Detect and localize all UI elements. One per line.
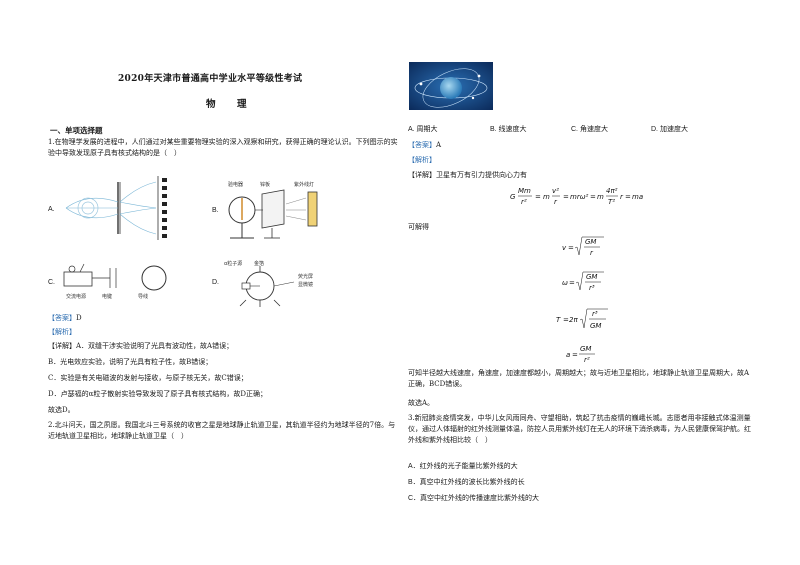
svg-text:r³: r³: [589, 284, 595, 292]
svg-text:=: =: [563, 316, 569, 324]
svg-text:m: m: [597, 193, 604, 201]
answer-tag: 【答案】: [48, 314, 76, 322]
q1-detail-c: C．实验是有关电磁波的发射与接收，与原子核无关，故C错误；: [48, 374, 248, 382]
detail-tag: 【详解】: [48, 342, 76, 350]
em-wave-figure: 交流电源 电键 导线: [63, 263, 167, 300]
exam-title: 2020年天津市普通高中学业水平等级性考试: [118, 74, 303, 84]
q3-option-c: C．真空中红外线的传播速度比紫外线的大: [408, 495, 540, 502]
svg-text:v: v: [562, 244, 567, 252]
fig-c-label-wire: 导线: [138, 293, 148, 300]
svg-text:m: m: [543, 193, 550, 201]
q1-answer: 【答案】D: [48, 313, 82, 324]
fig-b-label-uv-lamp: 紫外线灯: [294, 181, 314, 188]
svg-text:=: =: [572, 351, 578, 359]
svg-text:r: r: [590, 249, 594, 257]
option-d-label: D.: [212, 279, 219, 286]
velocity-equation: v= GM r: [562, 236, 604, 257]
svg-text:r³: r³: [592, 310, 598, 318]
q1-detail-a: 【详解】A．双缝干涉实验说明了光具有波动性，故A错误；: [48, 341, 233, 352]
alpha-scattering-figure: α粒子源 金箔 荧光屏 显微镜: [224, 260, 313, 307]
q2-detail-tag: 【详解】: [408, 171, 436, 179]
svg-text:ω: ω: [562, 279, 568, 287]
q2-answer-tag: 【答案】: [408, 141, 436, 149]
svg-text:GM: GM: [580, 345, 591, 353]
q2-option-a: A. 周期大: [408, 126, 438, 133]
question-3-text: 3.新冠肺炎疫情突发，中华儿女风雨同舟、守望相助，筑起了抗击疫情的巍峨长城。志愿…: [408, 414, 751, 444]
svg-text:=: =: [590, 193, 596, 201]
q2-final-answer: 故选A。: [408, 399, 435, 407]
option-b-label: B.: [212, 207, 219, 214]
double-slit-figure: [58, 172, 170, 244]
question-2-text: 2.北斗问天，国之夙愿。我国北斗三号系统的收官之星是地球静止轨道卫星，其轨道半径…: [48, 421, 396, 440]
q2-conclusion: 可知半径越大线速度，角速度，加速度都越小，周期越大；故与近地卫星相比，地球静止轨…: [408, 369, 750, 388]
svg-text:r²: r²: [584, 356, 590, 364]
svg-text:r²: r²: [521, 198, 527, 206]
analysis-tag: 【解析】: [48, 328, 76, 336]
svg-text:G: G: [510, 193, 516, 201]
svg-text:GM: GM: [586, 273, 597, 281]
svg-text:Mm: Mm: [518, 187, 531, 195]
svg-text:ma: ma: [632, 193, 643, 201]
svg-text:=: =: [625, 193, 631, 201]
q3-option-b: B．真空中红外线的波长比紫外线的长: [408, 479, 525, 486]
q1-conclusion: 故选D。: [48, 406, 75, 414]
svg-text:mrω²: mrω²: [570, 193, 589, 201]
svg-text:r: r: [554, 198, 558, 206]
q2-detail-text: 卫星有万有引力提供向心力有: [436, 171, 527, 179]
svg-text:GM: GM: [590, 322, 601, 330]
option-c-label: C.: [48, 279, 55, 286]
photoelectric-figure: 验电器 锌板 紫外线灯: [228, 181, 318, 239]
svg-text:T²: T²: [608, 198, 615, 206]
option-a-label: A.: [48, 206, 55, 213]
fig-d-label-screen: 荧光屏: [298, 273, 313, 280]
q3-option-a: A．红外线的光子能量比紫外线的大: [408, 463, 518, 470]
q2-detail: 【详解】卫星有万有引力提供向心力有: [408, 170, 527, 181]
svg-text:v²: v²: [552, 187, 559, 195]
fig-d-label-microscope: 显微镜: [298, 281, 313, 288]
section-heading: 一、单项选择题: [50, 126, 103, 135]
satellite-orbit-image: [409, 62, 493, 110]
svg-text:4π²: 4π²: [606, 187, 618, 195]
gravitation-equation: G Mm r² = m v² r = mrω² = m 4π² T² r = ma: [510, 187, 643, 206]
q2-option-d: D. 加速度大: [651, 126, 688, 133]
svg-text:r: r: [620, 193, 624, 201]
period-equation: T=2π r³ GM: [556, 308, 608, 330]
svg-text:=: =: [563, 193, 569, 201]
q2-analysis-tag: 【解析】: [408, 156, 436, 164]
q2-option-b: B. 线速度大: [490, 126, 527, 133]
detail-a-text: A．双缝干涉实验说明了光具有波动性，故A错误；: [76, 342, 234, 350]
svg-text:=: =: [569, 279, 575, 287]
fig-c-label-switch: 电键: [102, 293, 112, 300]
fig-d-label-source: α粒子源: [224, 260, 242, 267]
answer-value: D: [76, 314, 82, 322]
subject-heading: 物 理: [206, 99, 253, 110]
q2-answer: 【答案】A: [408, 140, 441, 151]
svg-text:=: =: [535, 193, 541, 201]
q1-detail-b: B．光电效应实验，说明了光具有粒子性，故B错误；: [48, 358, 213, 366]
angular-velocity-equation: ω= GM r³: [562, 271, 604, 292]
fig-d-label-foil: 金箔: [254, 260, 264, 267]
svg-text:T: T: [556, 316, 561, 324]
svg-text:GM: GM: [585, 238, 596, 246]
q2-option-c: C. 角速度大: [571, 126, 608, 133]
fig-b-label-electroscope: 验电器: [228, 181, 243, 188]
acceleration-equation: a= GM r²: [566, 345, 595, 364]
svg-text:=: =: [568, 244, 574, 252]
q1-detail-d: D．卢瑟福的α粒子散射实验导致发现了原子具有核式结构，故D正确；: [48, 390, 267, 398]
svg-text:2π: 2π: [569, 316, 578, 324]
q2-answer-value: A: [436, 141, 442, 149]
q2-solve-text: 可解得: [408, 223, 429, 231]
svg-text:a: a: [566, 351, 570, 359]
question-1-text: 1.在物理学发展的进程中，人们通过对某些重要物理实验的深入观察和研究，获得正确的…: [48, 138, 398, 157]
fig-b-label-zinc: 锌板: [260, 181, 270, 188]
fig-c-label-power: 交流电源: [66, 293, 86, 300]
